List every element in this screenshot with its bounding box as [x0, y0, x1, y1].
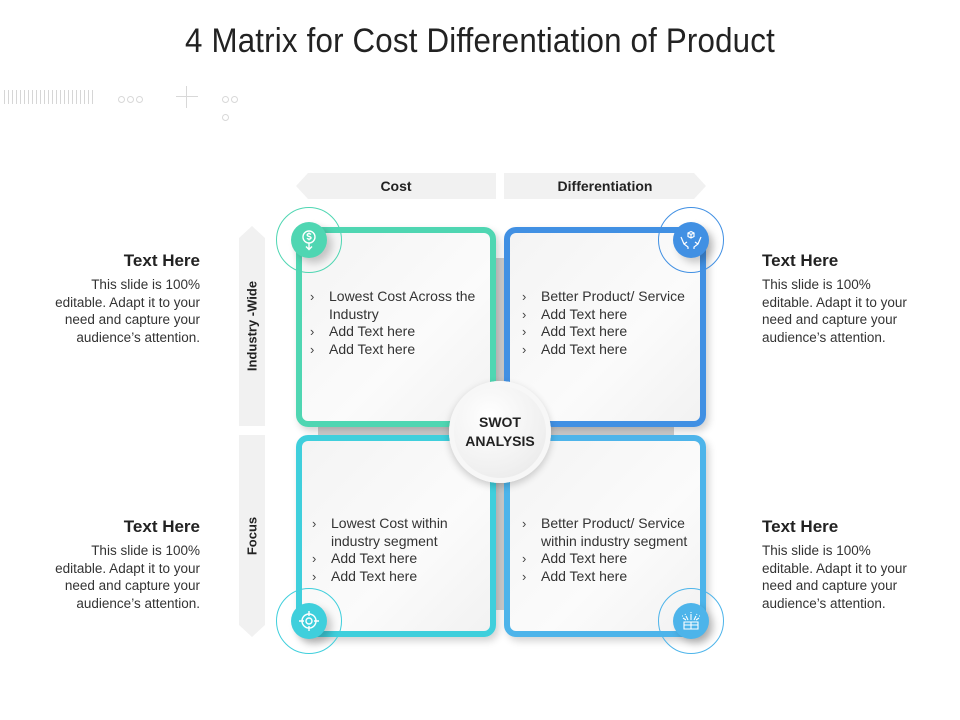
badge-ring — [658, 588, 724, 654]
side-body: This slide is 100% editable. Adapt it to… — [762, 277, 907, 345]
side-body: This slide is 100% editable. Adapt it to… — [55, 543, 200, 611]
side-body: This slide is 100% editable. Adapt it to… — [762, 543, 907, 611]
side-text-left-bottom: Text Here This slide is 100% editable. A… — [40, 517, 200, 612]
bullet-item: Add Text here — [308, 323, 488, 341]
column-header-differentiation: Differentiation — [504, 173, 706, 199]
bullet-item: Better Product/ Service within industry … — [520, 515, 706, 550]
bullet-list: Better Product/ Service Add Text here Ad… — [520, 288, 700, 358]
row-label: Industry -Wide — [244, 280, 260, 372]
side-body: This slide is 100% editable. Adapt it to… — [55, 277, 200, 345]
row-header-industry-wide: Industry -Wide — [239, 226, 265, 426]
bullet-list: Lowest Cost within industry segment Add … — [310, 515, 490, 585]
bullet-item: Add Text here — [520, 568, 706, 586]
decorative-dots — [222, 90, 246, 121]
bullet-item: Add Text here — [310, 568, 490, 586]
side-heading: Text Here — [123, 517, 200, 536]
side-heading: Text Here — [123, 251, 200, 270]
decorative-lines — [4, 90, 94, 104]
gift-box-sparkle-icon — [673, 603, 709, 639]
hands-box-icon — [673, 222, 709, 258]
bullet-item: Add Text here — [520, 306, 700, 324]
bullet-item: Add Text here — [310, 550, 490, 568]
bullet-list: Lowest Cost Across the Industry Add Text… — [308, 288, 488, 358]
swot-analysis-center: SWOT ANALYSIS — [449, 381, 551, 483]
row-label: Focus — [244, 516, 260, 556]
column-header-cost: Cost — [296, 173, 496, 199]
dollar-down-icon — [291, 222, 327, 258]
side-text-right-top: Text Here This slide is 100% editable. A… — [762, 251, 922, 346]
bullet-item: Lowest Cost Across the Industry — [308, 288, 488, 323]
bullet-item: Add Text here — [520, 323, 700, 341]
side-heading: Text Here — [762, 517, 839, 536]
center-label: SWOT ANALYSIS — [465, 413, 535, 451]
slide-title: 4 Matrix for Cost Differentiation of Pro… — [185, 22, 775, 60]
bullet-item: Lowest Cost within industry segment — [310, 515, 490, 550]
side-text-left-top: Text Here This slide is 100% editable. A… — [40, 251, 200, 346]
center-label-line2: ANALYSIS — [465, 433, 535, 449]
side-heading: Text Here — [762, 251, 839, 270]
bullet-item: Add Text here — [520, 550, 706, 568]
decorative-dots — [118, 90, 148, 104]
center-label-line1: SWOT — [478, 414, 521, 430]
bullet-item: Better Product/ Service — [520, 288, 700, 306]
target-icon — [291, 603, 327, 639]
decorative-plus-icon — [176, 86, 198, 108]
bullet-item: Add Text here — [308, 341, 488, 359]
bullet-item: Add Text here — [520, 341, 700, 359]
badge-ring — [658, 207, 724, 273]
badge-ring — [276, 588, 342, 654]
badge-ring — [276, 207, 342, 273]
bullet-list: Better Product/ Service within industry … — [520, 515, 706, 585]
row-header-focus: Focus — [239, 435, 265, 637]
side-text-right-bottom: Text Here This slide is 100% editable. A… — [762, 517, 922, 612]
